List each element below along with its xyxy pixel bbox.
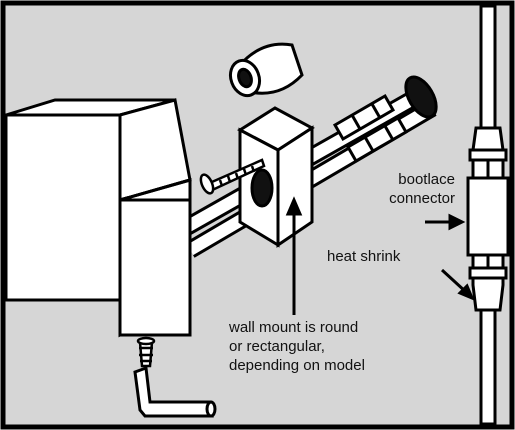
rail-bracket — [4, 98, 192, 338]
bootlace-leader — [425, 213, 466, 231]
hex-key — [133, 365, 217, 418]
anchor — [136, 336, 156, 368]
wall-mount-label-line1: wall mount is round — [229, 319, 359, 336]
wall-mount-label-line3: depending on model — [229, 357, 365, 374]
wall-mount-leader — [285, 196, 303, 315]
bootlace-label-line1: bootlace — [398, 171, 455, 188]
wall-mount-block — [236, 106, 315, 248]
wall-mount-label-line2: or rectangular, — [229, 338, 325, 355]
heat-shrink-text: heat shrink — [327, 248, 401, 265]
wall-mount-label: wall mount is round or rectangular, depe… — [229, 318, 365, 375]
cable-crimps — [332, 93, 409, 164]
bootlace-connector-label: bootlace connector — [345, 170, 455, 208]
screw — [199, 158, 266, 195]
heat-shrink-label: heat shrink — [327, 247, 400, 266]
bootlace-label-line2: connector — [389, 190, 455, 207]
heat-shrink-leader — [440, 268, 475, 301]
round-mount-spool — [228, 42, 304, 98]
bootlace-connector — [466, 126, 510, 312]
